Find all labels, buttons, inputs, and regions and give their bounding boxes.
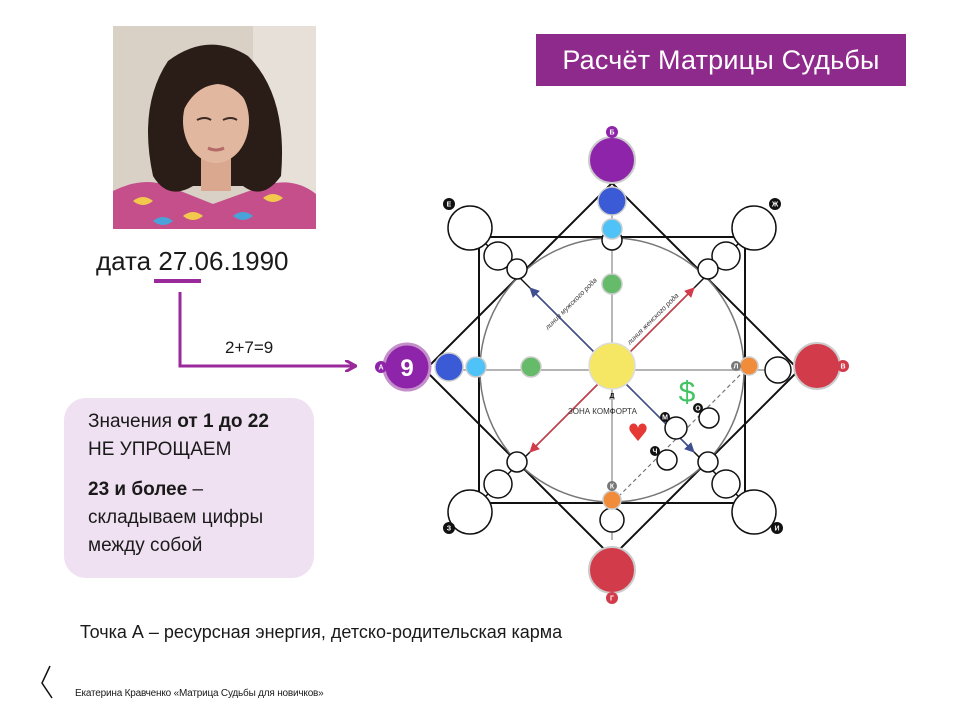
left-cyan — [465, 356, 487, 378]
money-circle-o — [698, 407, 720, 429]
top-green — [601, 273, 623, 295]
corner-tr-2 — [711, 241, 741, 271]
rule-line-1: Значения от 1 до 22 — [88, 411, 269, 432]
corner-tl-3 — [506, 258, 528, 280]
right-orange — [739, 356, 759, 376]
female-line-label: линия женского рода — [625, 292, 680, 347]
label-ch: Ч — [650, 446, 660, 456]
point-v-red — [793, 342, 841, 390]
label-v: В — [837, 360, 849, 372]
rule-line-3: 23 и более – — [88, 479, 204, 500]
svg-text:Ч: Ч — [653, 449, 658, 456]
label-zh: Ж — [769, 198, 781, 210]
svg-text:Ж: Ж — [771, 202, 779, 209]
connector-arrow — [178, 292, 355, 366]
point-zh-circle — [731, 205, 777, 251]
date-day-month: 27.06 — [158, 246, 224, 276]
left-blue — [434, 352, 464, 382]
svg-text:Е: Е — [447, 202, 452, 209]
label-d: Д — [610, 393, 615, 400]
label-a: А — [375, 361, 387, 373]
dollar-icon: $ — [679, 376, 696, 409]
svg-text:А: А — [378, 365, 383, 372]
date-line: дата 27.06.1990 — [96, 246, 289, 277]
footer-credit: Екатерина Кравченко «Матрица Судьбы для … — [75, 688, 324, 699]
money-circle-ch — [656, 449, 678, 471]
money-circle-m — [664, 416, 688, 440]
point-g-red — [588, 546, 636, 594]
svg-text:М: М — [662, 415, 668, 422]
page-title: Расчёт Матрицы Судьбы — [562, 44, 880, 75]
rules-info-box: Значения от 1 до 22 НЕ УПРОЩАЕМ 23 и бол… — [64, 398, 314, 578]
label-m: М — [660, 412, 670, 422]
comfort-zone-label: ЗОНА КОМФОРТА — [568, 407, 638, 416]
rule-line-4: складываем цифры — [88, 507, 264, 528]
point-z-circle — [447, 489, 493, 535]
svg-text:Г: Г — [610, 596, 614, 603]
footer-logo-mark — [41, 665, 53, 699]
webcam-video — [113, 26, 316, 229]
corner-bl-2 — [483, 469, 513, 499]
label-z: З — [443, 522, 455, 534]
svg-text:Л: Л — [734, 364, 739, 371]
corner-bl-3 — [506, 451, 528, 473]
svg-text:В: В — [840, 364, 845, 371]
point-e-circle — [447, 205, 493, 251]
left-green — [520, 356, 542, 378]
corner-br-2 — [711, 469, 741, 499]
date-label: дата — [96, 246, 152, 276]
sum-expression: 2+7=9 — [225, 338, 274, 357]
label-b: Б — [606, 126, 618, 138]
point-b-purple — [588, 136, 636, 184]
rule-line-5: между собой — [88, 535, 203, 556]
right-white-circle — [764, 356, 792, 384]
label-i: И — [771, 522, 783, 534]
point-i-circle — [731, 489, 777, 535]
top-blue — [597, 186, 627, 216]
corner-br-3 — [697, 451, 719, 473]
title-banner: Расчёт Матрицы Судьбы — [536, 34, 906, 86]
top-cyan — [601, 218, 623, 240]
heart-icon: ♥ — [627, 419, 649, 447]
label-e: Е — [443, 198, 455, 210]
label-o: О — [693, 403, 703, 413]
svg-text:Б: Б — [609, 130, 614, 137]
center-yellow — [588, 342, 636, 390]
label-l: Л — [731, 361, 741, 371]
svg-text:К: К — [610, 484, 615, 491]
bottom-white-circle — [599, 507, 625, 533]
corner-tl-2 — [483, 241, 513, 271]
bottom-orange — [602, 490, 622, 510]
male-line-label: линия мужского рода — [543, 276, 599, 332]
label-g: Г — [606, 592, 618, 604]
point-a-caption: Точка А – ресурсная энергия, детско-роди… — [80, 622, 563, 642]
svg-text:Д: Д — [610, 393, 615, 400]
date-year: .1990 — [223, 246, 289, 276]
svg-text:О: О — [695, 406, 701, 413]
svg-text:З: З — [447, 526, 452, 533]
point-a-value: 9 — [400, 355, 413, 382]
rule-line-2: НЕ УПРОЩАЕМ — [88, 439, 232, 460]
corner-tr-3 — [697, 258, 719, 280]
svg-text:И: И — [774, 526, 779, 533]
label-k: К — [607, 481, 617, 491]
